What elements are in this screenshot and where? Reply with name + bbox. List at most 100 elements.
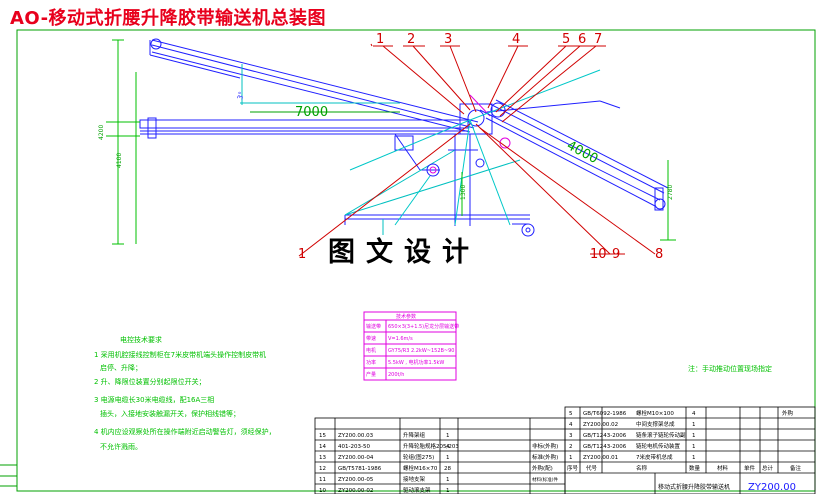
elec-requirements: 电控技术要求 1 采用机腔接线控制柜在7米皮带机端头操作控制皮带机 启停、升降；… — [94, 335, 772, 451]
title-block-name: 移动式折腰升降胶带输送机 — [658, 483, 730, 491]
bom-name: 螺栓M10×100 — [636, 409, 674, 417]
callout-numbers: 1 2 3 4 5 6 7 8 9 10 1 — [298, 32, 663, 262]
bom-code: GB/T1243-2006 — [583, 433, 627, 439]
bom-name: 中间支撑架总成 — [636, 420, 675, 428]
callout-7: 7 — [594, 32, 602, 47]
callout-2: 2 — [407, 32, 415, 47]
bom-header-cell: 单件 — [744, 464, 756, 472]
tech-param-value: V=1.6m/s — [388, 336, 413, 342]
elec-req-line: 2 升、降限位装置分别起限位开关； — [94, 377, 206, 386]
bom-header-cell: 备注 — [790, 464, 802, 472]
bom-no: 4 — [569, 422, 573, 428]
callout-3: 3 — [444, 32, 452, 47]
tech-param-key: 功率 — [366, 359, 376, 366]
callout-1: 1 — [376, 32, 384, 47]
pulley-head-left — [150, 38, 162, 50]
elec-req-line: 4 机内应设观察处所在操作端附近启动警告灯，须经保护， — [94, 427, 276, 436]
right-conveyor — [479, 99, 669, 211]
tech-param-value: 200t/h — [388, 372, 404, 378]
elec-req-line: 启停、升降； — [100, 363, 142, 372]
bom-mid-header: 材料(标准)件 — [532, 476, 559, 483]
bom-code: 401-203-50 — [338, 444, 370, 450]
bom-name: 轮组(图275) — [403, 453, 434, 461]
bom-name: 链轮电机传动装置 — [636, 442, 681, 450]
tech-param-value: 5.5kW , 电机功率1.5kW — [388, 359, 444, 366]
bom-no: 13 — [319, 455, 326, 461]
svg-text:4100: 4100 — [116, 153, 123, 168]
tech-param-key: 输送带 — [366, 323, 381, 330]
elec-req-line: 插头，入接地安装触漏开关，保护相线错等； — [100, 409, 240, 418]
bom-no: 3 — [569, 433, 573, 439]
bom-qty: 4 — [446, 444, 450, 450]
bom-name: 螺栓M16×70 — [403, 464, 438, 472]
bom-qty: 1 — [446, 477, 450, 483]
bom-header-cell: 名称 — [636, 464, 648, 472]
callout-10: 10 — [590, 247, 607, 262]
bom-qty: 1 — [446, 433, 450, 439]
elec-req-line: 1 采用机腔接线控制柜在7米皮带机端头操作控制皮带机 — [94, 350, 266, 359]
bom-no: 10 — [319, 488, 326, 494]
note: 注：手动推动位置现场指定 — [688, 364, 772, 373]
bom-qty: 1 — [446, 455, 450, 461]
callout-8: 8 — [655, 247, 663, 262]
left-support-frame — [344, 133, 530, 235]
bom-header-cell: 总计 — [762, 464, 774, 472]
tech-param-key: 产量 — [366, 371, 376, 378]
bom-qty: 1 — [446, 488, 450, 494]
bom-header-cell: 序号 — [567, 464, 579, 472]
svg-text:2780: 2780 — [667, 185, 674, 200]
bom-no: 12 — [319, 466, 326, 472]
callout-leaders — [298, 43, 656, 257]
bom-code: ZY200.00-05 — [338, 477, 374, 483]
bom-name: 7米皮带机总成 — [636, 453, 673, 461]
left-conveyor-horizontal — [139, 117, 469, 139]
bom-mid-tag: 外购(配) — [532, 464, 553, 472]
bom-no: 5 — [569, 411, 573, 417]
tech-params-header: 技术参数 — [396, 313, 416, 320]
tech-param-value: GY75/R3 2.2kW~152B~90 — [388, 348, 454, 354]
elec-req-line: 不允许溅雨。 — [100, 442, 142, 451]
bom-no: 11 — [319, 477, 326, 483]
tech-params-table — [363, 311, 457, 381]
drawing-title: AO-移动式折腰升降胶带输送机总装图 — [10, 8, 327, 29]
bom-header-cell: 代号 — [586, 464, 598, 472]
bom-name: 链条滚子链轮传动副 — [636, 431, 686, 439]
bom-code: GB/T5781-1986 — [338, 466, 382, 472]
bom-qty: 1 — [692, 455, 696, 461]
bom-header-cell: 数量 — [689, 464, 701, 472]
bom-no: 15 — [319, 433, 326, 439]
bom-mid-tag: 标准(外购) — [532, 453, 558, 461]
drawing-number: ZY200.00 — [748, 482, 796, 493]
bom-code: ZY200.00.03 — [338, 433, 374, 439]
callout-1-left: 1 — [298, 247, 306, 262]
drawing-frame — [0, 29, 816, 492]
bom-name: 驱动滚支架 — [403, 486, 431, 494]
bom-no: 14 — [319, 444, 326, 450]
elec-req-line: 3 电源电缆长30米电缆线，配16A三相 — [94, 395, 214, 404]
callout-5: 5 — [562, 32, 570, 47]
bom-qty: 28 — [444, 466, 451, 472]
bom-header-cell: 材料 — [717, 464, 729, 472]
bom-name: 升降轮胎规格205/203 — [403, 442, 459, 450]
callout-4: 4 — [512, 32, 520, 47]
svg-text:3°: 3° — [236, 91, 246, 101]
bom-right-table — [564, 406, 816, 494]
bom-code: GB/T1243-2006 — [583, 444, 627, 450]
callout-6: 6 — [578, 32, 586, 47]
bom-qty: 1 — [692, 444, 696, 450]
tech-param-value: 650×3(3+1.5)尼龙分层输送带 — [388, 323, 459, 330]
bom-code: ZY200.00.01 — [583, 455, 618, 461]
bom-code: GB/T6092-1986 — [583, 411, 627, 417]
bom-code: ZY200.00.02 — [583, 422, 618, 428]
elec-req-title: 电控技术要求 — [120, 335, 162, 344]
bom-no: 1 — [569, 455, 573, 461]
svg-text:4200: 4200 — [98, 125, 105, 140]
bom-name: 升降架组 — [403, 431, 426, 439]
dim-4000: 4000 — [564, 138, 600, 167]
bom-qty: 1 — [692, 433, 696, 439]
bom-code: ZY200.00-04 — [338, 455, 374, 461]
bom-code: ZY200.00-02 — [338, 488, 373, 494]
bom-right-tag: 外购 — [782, 409, 794, 417]
bom-no: 2 — [569, 444, 573, 450]
